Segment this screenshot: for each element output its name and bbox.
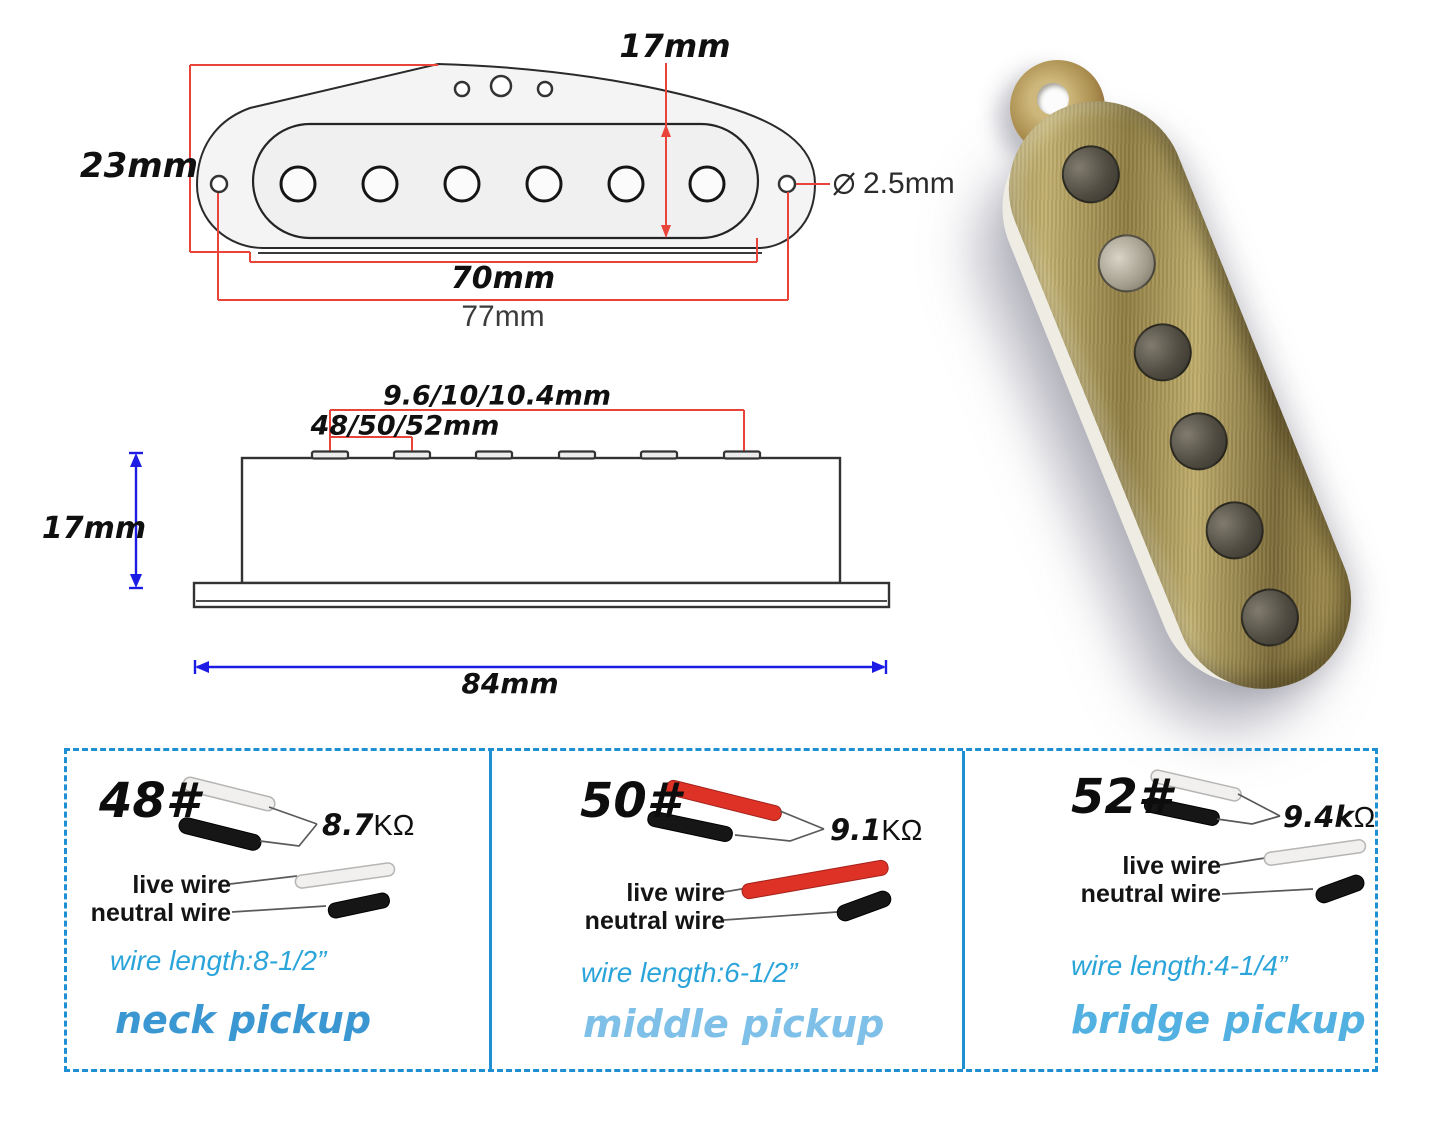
blue-arrowheads: [130, 453, 886, 673]
black-wire: [836, 890, 892, 922]
dim-label-hole-diameter: 2.5mm: [830, 167, 955, 201]
dim-label-body-height: 17mm: [41, 511, 147, 546]
resistance-value: 9.1: [830, 813, 882, 847]
wire-gauge-label: 48#: [99, 773, 200, 829]
pole-piece: [1196, 492, 1273, 569]
technical-drawing: [129, 62, 891, 674]
resistance-unit: KΩ: [373, 810, 415, 842]
pole-piece: [1160, 403, 1237, 480]
resistance-value: 9.4k: [1283, 800, 1354, 834]
panel-neck-pickup: 48# 8.7KΩ live wire neutral wire wire le…: [67, 751, 489, 1069]
red-wire: [665, 779, 782, 822]
resistance-leader-line: [259, 823, 318, 847]
neutral-wire-label: neutral wire: [584, 907, 725, 935]
red-dimension-lines-side: [329, 409, 745, 451]
panel-divider: [962, 751, 965, 1069]
resistance-unit: KΩ: [881, 815, 923, 847]
resistance-unit: Ω: [1353, 802, 1376, 834]
neutral-wire-label: neutral wire: [1080, 880, 1221, 908]
brass-pickup-cover: [982, 74, 1378, 716]
wire-length-note: wire length:4-1/4”: [1071, 950, 1288, 981]
white-wire: [182, 776, 276, 812]
black-wire: [327, 892, 390, 919]
resistance-value: 8.7: [322, 808, 374, 842]
pickup-spec-panels: 48# 8.7KΩ live wire neutral wire wire le…: [64, 748, 1378, 1072]
wire-illustration-neck: [178, 776, 396, 919]
dim-label-baseplate-length: 84mm: [461, 667, 559, 700]
resistance-leader-line: [734, 828, 825, 842]
resistance-leader-line: [268, 806, 318, 825]
pole-pieces-top-view: [279, 165, 726, 203]
pole-piece: [1125, 314, 1201, 391]
live-wire-label: live wire: [1122, 852, 1221, 880]
dim-label-plate-height: 23mm: [79, 146, 199, 186]
hole-diameter-value: 2.5mm: [863, 167, 955, 200]
pickup-position-name: middle pickup: [583, 1002, 885, 1046]
resistance-label: 9.1KΩ: [830, 816, 922, 846]
neutral-wire-label: neutral wire: [90, 899, 231, 927]
red-dimension-lines-top: [189, 63, 830, 301]
neutral-wire-leader: [1221, 888, 1314, 895]
live-wire-label: live wire: [626, 879, 725, 907]
arrowhead: [661, 124, 671, 137]
arrowhead: [661, 225, 671, 238]
side-view-drawing: [129, 409, 891, 674]
resistance-label: 9.4kΩ: [1283, 803, 1375, 833]
white-wire: [1263, 839, 1367, 866]
pickup-position-name: bridge pickup: [1071, 998, 1366, 1042]
wire-illustration-middle: [647, 779, 892, 922]
wire-length-note: wire length:6-1/2”: [581, 957, 798, 988]
resistance-leader-line: [1237, 793, 1281, 817]
wire-illustration-bridge: [1143, 769, 1367, 904]
dim-label-pole-spread: 48/50/52mm: [310, 410, 500, 442]
dim-label-coil-height: 17mm: [619, 27, 731, 65]
dim-label-pole-diameter: 9.6/10/10.4mm: [382, 380, 612, 412]
panel-middle-pickup: 50# 9.1KΩ live wire neutral wire wire le…: [492, 751, 962, 1069]
live-wire-leader: [229, 875, 298, 885]
black-wire: [647, 811, 733, 842]
wire-gauge-label: 50#: [580, 773, 681, 829]
live-wire-leader: [1219, 857, 1266, 866]
black-wire: [1315, 874, 1365, 904]
top-holes: [453, 74, 554, 98]
pickup-body-side: [240, 456, 842, 585]
live-wire-label: live wire: [132, 871, 231, 899]
pole-bumps-side-view: [310, 450, 762, 460]
baseplate-side: [192, 581, 891, 609]
wire-length-note: wire length:8-1/2”: [110, 945, 327, 976]
resistance-label: 8.7KΩ: [322, 811, 414, 841]
dim-label-coil-length: 70mm: [450, 261, 556, 296]
pole-piece: [1089, 225, 1165, 302]
pole-piece: [1232, 579, 1308, 656]
pickup-position-name: neck pickup: [115, 998, 372, 1042]
wire-gauge-label: 52#: [1071, 769, 1172, 825]
black-wire: [178, 817, 262, 851]
white-wire: [294, 862, 396, 889]
pole-piece: [1053, 136, 1129, 213]
diameter-icon: [833, 172, 855, 196]
neutral-wire-leader: [723, 911, 838, 921]
panel-divider: [489, 751, 492, 1069]
resistance-leader-line: [1216, 815, 1281, 825]
coil-outline: [251, 122, 760, 240]
top-view-drawing: [189, 62, 830, 301]
panel-bridge-pickup: 52# 9.4kΩ live wire neutral wire wire le…: [965, 751, 1375, 1069]
dim-label-mount-spacing: 77mm: [461, 300, 545, 333]
neutral-wire-leader: [231, 905, 327, 913]
resistance-leader-line: [779, 810, 825, 830]
red-wire: [741, 859, 889, 900]
